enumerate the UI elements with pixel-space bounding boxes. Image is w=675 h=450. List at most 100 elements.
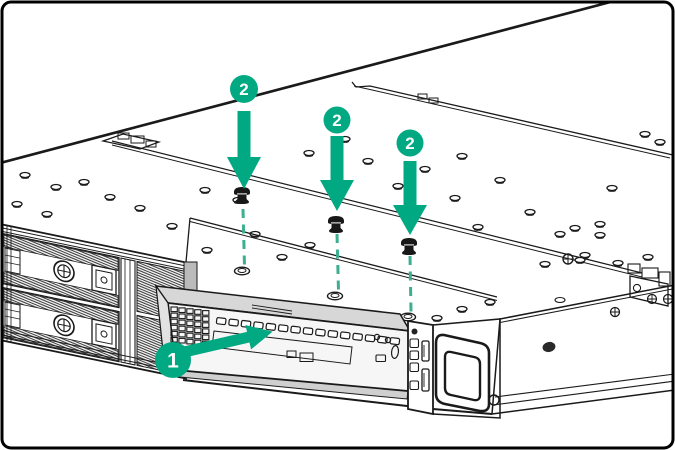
- guide-line: [408, 255, 413, 313]
- vent-hole: [594, 220, 606, 228]
- cage-slot-row: [215, 317, 401, 346]
- status-led-icon: [409, 338, 420, 349]
- vent-hole: [304, 241, 316, 249]
- cage-slot: [215, 317, 227, 326]
- handle-window: [443, 350, 482, 402]
- cage-slot: [302, 327, 314, 336]
- cage-vent: [186, 326, 194, 333]
- corner-face: [432, 318, 501, 419]
- seam-clip: [417, 93, 428, 100]
- callout-badge-2b: [323, 106, 351, 134]
- top-cover-right-seam: [351, 81, 673, 156]
- cage-vent: [178, 319, 186, 326]
- callout-badge-2c: [396, 129, 424, 157]
- screw-boss-holes: [233, 266, 417, 322]
- cage-slot: [339, 331, 351, 340]
- cage-vent: [178, 313, 186, 320]
- top-cover-rear-edge: [2, 2, 619, 165]
- vent-hole: [554, 230, 566, 238]
- cage-slot: [290, 325, 301, 334]
- vent-hole: [642, 253, 654, 261]
- callout-badge-1: [155, 342, 191, 378]
- cage-detail: [299, 352, 314, 362]
- vent-hole: [362, 157, 374, 165]
- callout-badge-2a: [230, 75, 258, 103]
- vent-hole: [449, 194, 461, 202]
- screw: [328, 216, 344, 233]
- vent-hole: [606, 184, 618, 192]
- drive-bay-block: [2, 222, 187, 380]
- corner-bracket: [627, 263, 673, 307]
- callout-arrows: [180, 111, 427, 358]
- arrow-right-icon: [180, 325, 273, 358]
- arrow-down-icon: [393, 161, 427, 235]
- cage-vent: [170, 306, 178, 313]
- cage-slot: [364, 334, 376, 343]
- cage-vent: [170, 318, 178, 325]
- cage-vent: [178, 337, 186, 344]
- vent-hole: [654, 138, 666, 146]
- drive-tray: [2, 232, 120, 309]
- vent-hole: [303, 149, 315, 157]
- vent-hole: [11, 200, 23, 208]
- cage-vent: [178, 307, 186, 314]
- cage-detail: [286, 350, 297, 358]
- vent-hole: [484, 298, 496, 306]
- cage-slot: [327, 329, 339, 339]
- cage-vent: [186, 308, 194, 314]
- bay-divider: [120, 257, 136, 366]
- vent-hole: [539, 260, 551, 268]
- vent-hole: [50, 183, 62, 191]
- tray-bracket: [4, 247, 21, 275]
- vent-hole: [524, 208, 536, 216]
- vent-hole: [41, 210, 53, 218]
- guide-line: [335, 233, 340, 292]
- vent-hole: [579, 251, 591, 259]
- usb-port: [421, 340, 430, 362]
- side-rail-line: [494, 373, 673, 398]
- front-panel-controls: [407, 319, 434, 416]
- access-panel-seam: [111, 140, 643, 274]
- vent-hole: [639, 130, 651, 138]
- status-led-icon: [409, 380, 420, 391]
- vent-hole: [276, 253, 288, 261]
- bay-top-edge: [189, 217, 498, 298]
- arrow-down-icon: [320, 136, 354, 211]
- cage-top-detail: [251, 304, 293, 315]
- vent-hole: [78, 178, 90, 186]
- screw-boss: [326, 291, 344, 301]
- vent-hole: [201, 246, 213, 254]
- cage-vent: [170, 312, 178, 319]
- cage-vent: [186, 338, 194, 345]
- status-led-icon: [409, 362, 420, 373]
- vent-hole: [134, 204, 146, 212]
- bottom-rail: [2, 329, 186, 374]
- mounting-screws: [234, 187, 417, 255]
- cage-vent: [202, 316, 210, 322]
- top-rail: [2, 227, 186, 271]
- vent-hole: [594, 231, 606, 239]
- cage-vent: [186, 320, 194, 327]
- side-hole: [554, 296, 566, 304]
- vent-hole: [392, 182, 404, 190]
- cage-vent: [202, 310, 210, 316]
- callout-badges: 1 2 2 2: [155, 75, 424, 378]
- screw-boss: [399, 312, 417, 322]
- cage-vent: [194, 321, 202, 328]
- vent-hole: [456, 152, 468, 160]
- cage-vent: [194, 327, 202, 334]
- cage-slot: [315, 328, 326, 337]
- cage-vent: [202, 334, 210, 341]
- cage-vent: [170, 330, 178, 337]
- cage-vent: [194, 333, 202, 340]
- power-button-icon: [411, 328, 418, 335]
- cage-vent: [170, 324, 178, 331]
- vent-hole: [574, 256, 586, 264]
- vent-hole: [104, 193, 116, 201]
- chassis-top-cover: [2, 2, 673, 322]
- alignment-guides: [241, 208, 413, 313]
- arrow-down-icon: [227, 111, 261, 189]
